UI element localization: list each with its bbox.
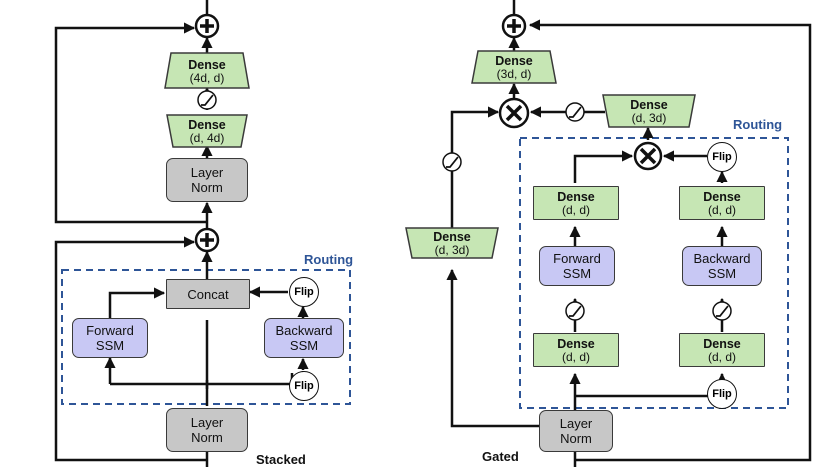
gated-activation-left-icon	[442, 152, 462, 172]
dense-dims: (d, 3d)	[631, 110, 667, 125]
gated-activation-right-icon	[565, 102, 585, 122]
gated-dense-top-shape	[471, 50, 557, 84]
ssm-line1: Forward	[86, 323, 134, 338]
gated-dense-bwd-top: Dense (d, d)	[679, 186, 765, 220]
gated-flip-top: Flip	[707, 142, 737, 172]
dense-dims: (d, d)	[707, 202, 736, 217]
stacked-activation-icon	[197, 90, 217, 110]
gated-dense-fwd-top: Dense (d, d)	[533, 186, 619, 220]
stacked-flip-top: Flip	[289, 277, 319, 307]
ssm-line2: SSM	[562, 266, 592, 281]
stacked-backward-ssm: Backward SSM	[264, 318, 344, 358]
stacked-dense-mid: Dense (d, 4d)	[171, 116, 243, 147]
ssm-line2: SSM	[707, 266, 737, 281]
gated-activation-bwd-icon	[712, 301, 732, 321]
dense-name: Dense	[433, 229, 471, 244]
gated-dense-bwd-bottom: Dense (d, d)	[679, 333, 765, 367]
gated-dense-right: Dense (d, 3d)	[609, 96, 689, 126]
dense-name: Dense	[557, 189, 595, 204]
dense-dims: (3d, d)	[496, 66, 532, 81]
layer-norm-line1: Layer	[559, 416, 593, 431]
stacked-routing-label: Routing	[304, 252, 354, 267]
layer-norm-line1: Layer	[190, 165, 224, 180]
ssm-line2: SSM	[289, 338, 319, 353]
dense-dims: (d, d)	[561, 202, 590, 217]
dense-dims: (d, d)	[561, 349, 590, 364]
stacked-concat: Concat	[166, 279, 250, 309]
gated-forward-ssm: Forward SSM	[539, 246, 615, 286]
layer-norm-line1: Layer	[190, 415, 224, 430]
gated-routing-label: Routing	[733, 117, 783, 132]
layer-norm-line2: Norm	[191, 430, 223, 445]
dense-name: Dense	[630, 97, 668, 112]
ssm-line1: Backward	[693, 251, 751, 266]
dense-dims: (d, 4d)	[189, 131, 225, 145]
gated-dense-left: Dense (d, 3d)	[412, 229, 492, 257]
stacked-dense-top-shape	[164, 52, 250, 89]
dense-dims: (d, 3d)	[434, 242, 470, 257]
stacked-dense-mid-shape	[166, 114, 248, 148]
gated-dense-right-shape	[602, 94, 696, 128]
ssm-line1: Backward	[275, 323, 333, 338]
gated-activation-fwd-icon	[565, 301, 585, 321]
gated-dense-fwd-bottom: Dense (d, d)	[533, 333, 619, 367]
ssm-line1: Forward	[553, 251, 601, 266]
stacked-dense-top: Dense (4d, d)	[171, 55, 243, 87]
ssm-line2: SSM	[95, 338, 125, 353]
stacked-flip-bottom: Flip	[289, 371, 319, 401]
gated-dense-left-shape	[405, 227, 499, 259]
concat-label: Concat	[187, 286, 229, 302]
dense-dims: (d, d)	[707, 349, 736, 364]
stacked-caption: Stacked	[256, 452, 306, 467]
stacked-forward-ssm: Forward SSM	[72, 318, 148, 358]
gated-layer-norm: Layer Norm	[539, 410, 613, 452]
gated-backward-ssm: Backward SSM	[682, 246, 762, 286]
stacked-layer-norm-bottom: Layer Norm	[166, 408, 248, 452]
layer-norm-line2: Norm	[560, 431, 592, 446]
dense-name: Dense	[188, 57, 226, 72]
gated-dense-top: Dense (3d, d)	[478, 52, 550, 82]
dense-name: Dense	[557, 336, 595, 351]
dense-name: Dense	[703, 189, 741, 204]
dense-dims: (4d, d)	[189, 70, 225, 85]
gated-caption: Gated	[482, 449, 519, 464]
gated-routing-region	[519, 137, 789, 409]
layer-norm-line2: Norm	[191, 180, 223, 195]
dense-name: Dense	[495, 53, 533, 68]
dense-name: Dense	[703, 336, 741, 351]
dense-name: Dense	[188, 118, 226, 132]
stacked-layer-norm-top: Layer Norm	[166, 158, 248, 202]
gated-flip-bottom: Flip	[707, 379, 737, 409]
